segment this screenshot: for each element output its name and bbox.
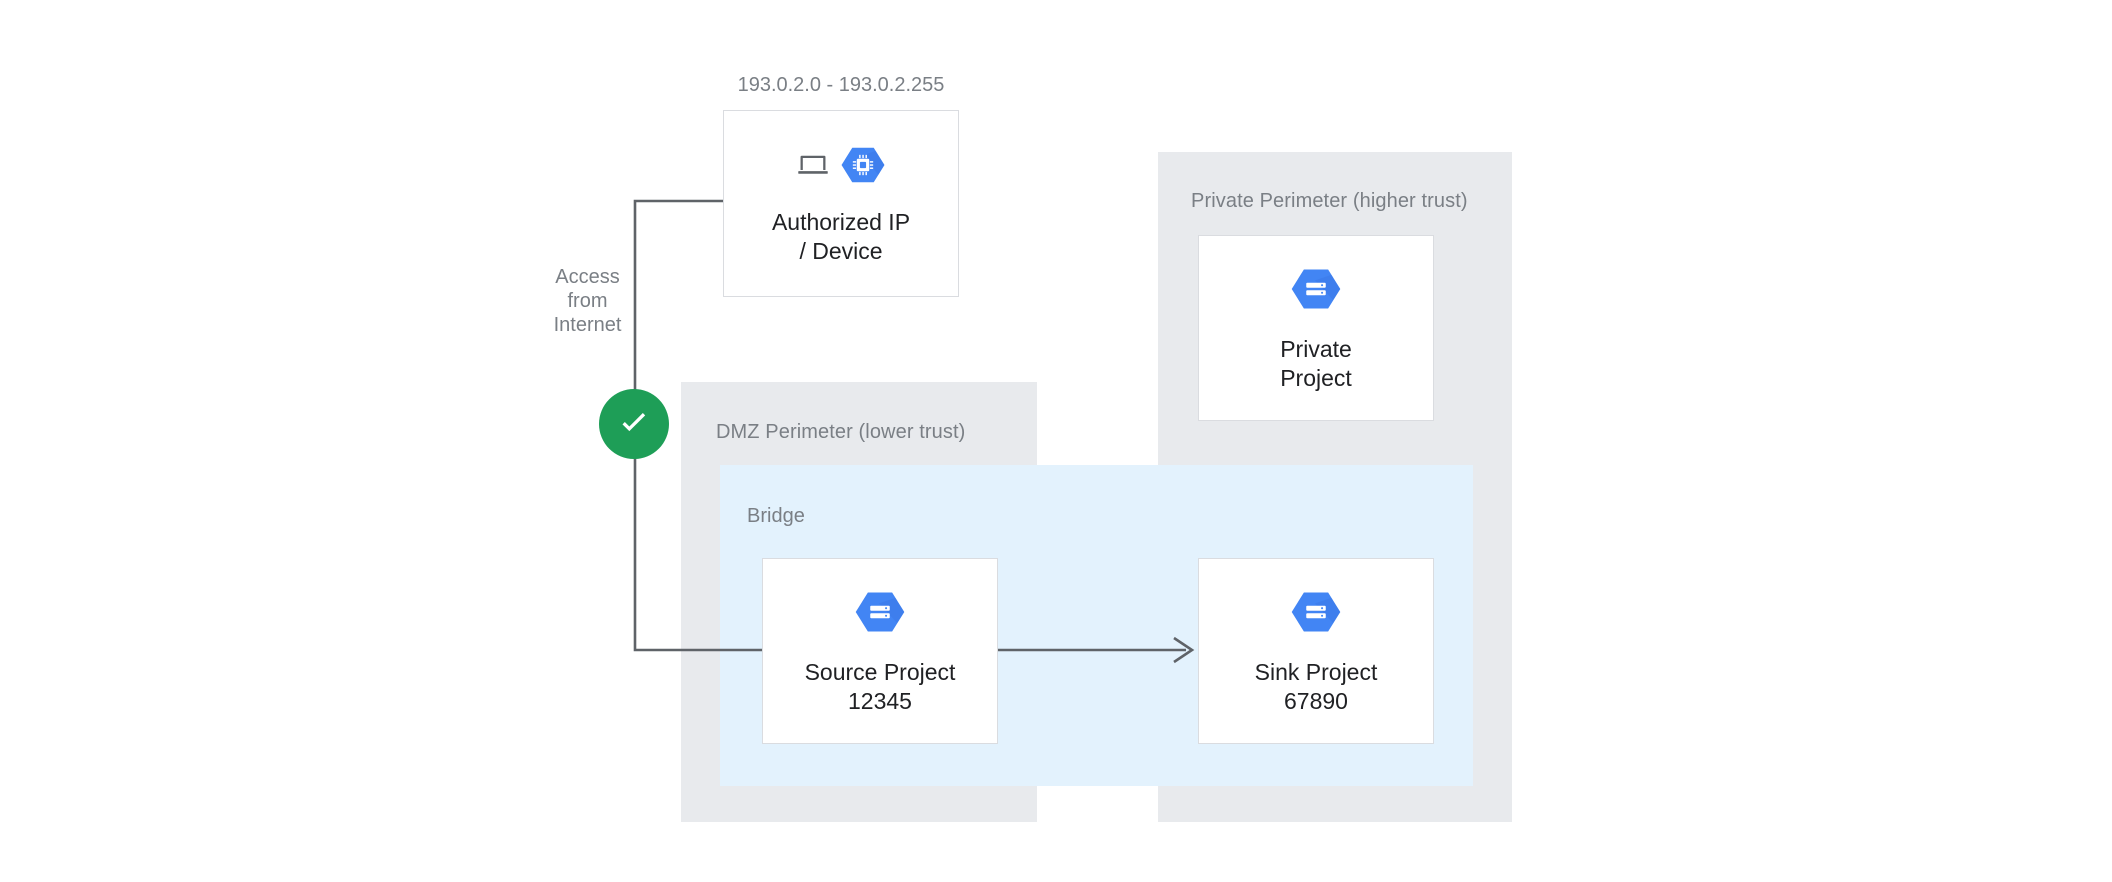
bridge-label: Bridge: [747, 505, 805, 527]
node-icon-row: [796, 142, 886, 188]
source-project-node[interactable]: Source Project 12345: [762, 558, 998, 744]
node-icon-row: [1290, 586, 1342, 638]
sink-project-node[interactable]: Sink Project 67890: [1198, 558, 1434, 744]
node-icon-row: [854, 586, 906, 638]
private-project-label: Private Project: [1280, 336, 1352, 391]
dmz-perimeter-label: DMZ Perimeter (lower trust): [716, 421, 966, 443]
private-perimeter-label: Private Perimeter (higher trust): [1191, 190, 1468, 212]
ip-range-label: 193.0.2.0 - 193.0.2.255: [737, 74, 945, 96]
access-from-internet-label: Access from Internet: [553, 266, 622, 336]
iot-chip-hexagon-icon: [841, 147, 885, 182]
authorized-device-label: Authorized IP / Device: [771, 208, 911, 264]
private-project-node[interactable]: Private Project: [1198, 235, 1434, 421]
project-hexagon-icon: [855, 592, 905, 632]
laptop-icon: [798, 155, 828, 174]
node-icon-row: [1290, 263, 1342, 315]
sink-project-label: Sink Project 67890: [1254, 659, 1378, 714]
source-project-label: Source Project 12345: [804, 659, 956, 714]
project-hexagon-icon: [1291, 269, 1341, 309]
check-icon: [622, 413, 646, 432]
access-allowed-badge: [599, 389, 669, 459]
project-hexagon-icon: [1291, 592, 1341, 632]
authorized-device-node[interactable]: Authorized IP / Device: [723, 110, 959, 297]
